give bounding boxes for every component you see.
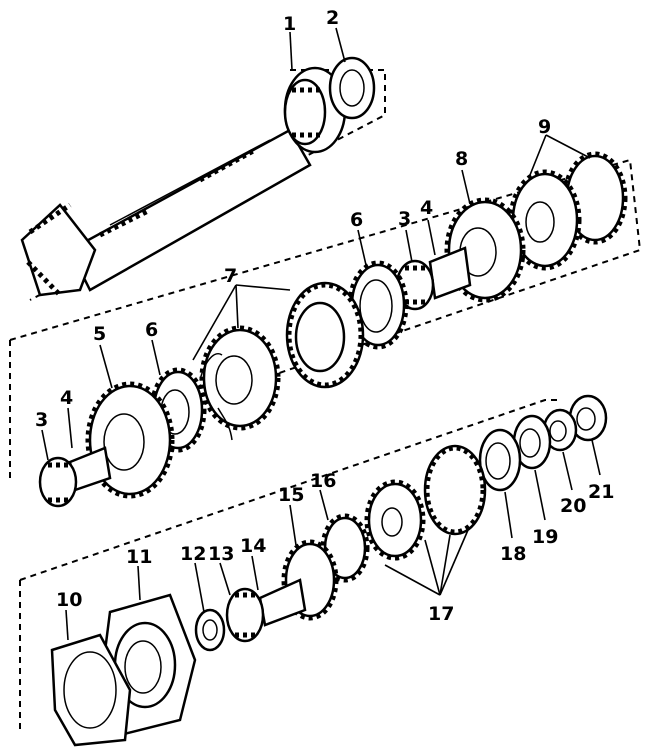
gear-part-15 xyxy=(258,539,339,627)
callout-13: 13 xyxy=(208,543,234,565)
washer-part-12 xyxy=(194,608,226,652)
main-shaft xyxy=(20,128,312,297)
gasket-part-10 xyxy=(50,633,132,747)
group-outline-middle xyxy=(9,158,642,480)
callout-21: 21 xyxy=(588,481,614,503)
callout-1: 1 xyxy=(283,13,296,35)
group-outline-bottom xyxy=(19,399,560,730)
synchro-ring-part-6a xyxy=(347,260,409,350)
callout-10: 10 xyxy=(56,589,82,611)
synchro-assembly-part-17 xyxy=(364,444,487,561)
callout-9: 9 xyxy=(538,116,551,138)
callout-6a: 6 xyxy=(350,209,363,231)
callout-16: 16 xyxy=(310,470,336,492)
seal-ring-part-2 xyxy=(328,56,376,120)
gear-part-9 xyxy=(508,151,628,271)
callout-12: 12 xyxy=(180,543,206,565)
needle-bearing-part-3b xyxy=(38,456,78,508)
callout-19: 19 xyxy=(532,526,558,548)
callout-20: 20 xyxy=(560,495,586,517)
callout-2: 2 xyxy=(326,7,339,29)
callout-3b: 3 xyxy=(35,409,48,431)
synchro-hub-sleeve-part-7 xyxy=(199,281,365,441)
callout-4b: 4 xyxy=(60,387,73,409)
callout-14: 14 xyxy=(240,535,266,557)
callout-18: 18 xyxy=(500,543,526,565)
callout-11: 11 xyxy=(126,546,152,568)
callout-3a: 3 xyxy=(398,208,411,230)
callout-labels: 1 2 3 4 6 8 9 7 5 6 3 4 15 16 11 12 13 1… xyxy=(35,7,614,625)
callout-4a: 4 xyxy=(420,197,433,219)
callout-17: 17 xyxy=(428,603,454,625)
callout-7: 7 xyxy=(224,265,237,287)
gear-part-5 xyxy=(85,381,175,499)
callout-5: 5 xyxy=(93,323,106,345)
synchro-ring-part-18 xyxy=(478,428,522,492)
callout-8: 8 xyxy=(455,148,468,170)
washer-part-21 xyxy=(568,394,608,442)
callout-15: 15 xyxy=(278,484,304,506)
leader-lines xyxy=(41,27,601,641)
callout-6b: 6 xyxy=(145,319,158,341)
needle-bearing-part-13 xyxy=(225,587,265,643)
